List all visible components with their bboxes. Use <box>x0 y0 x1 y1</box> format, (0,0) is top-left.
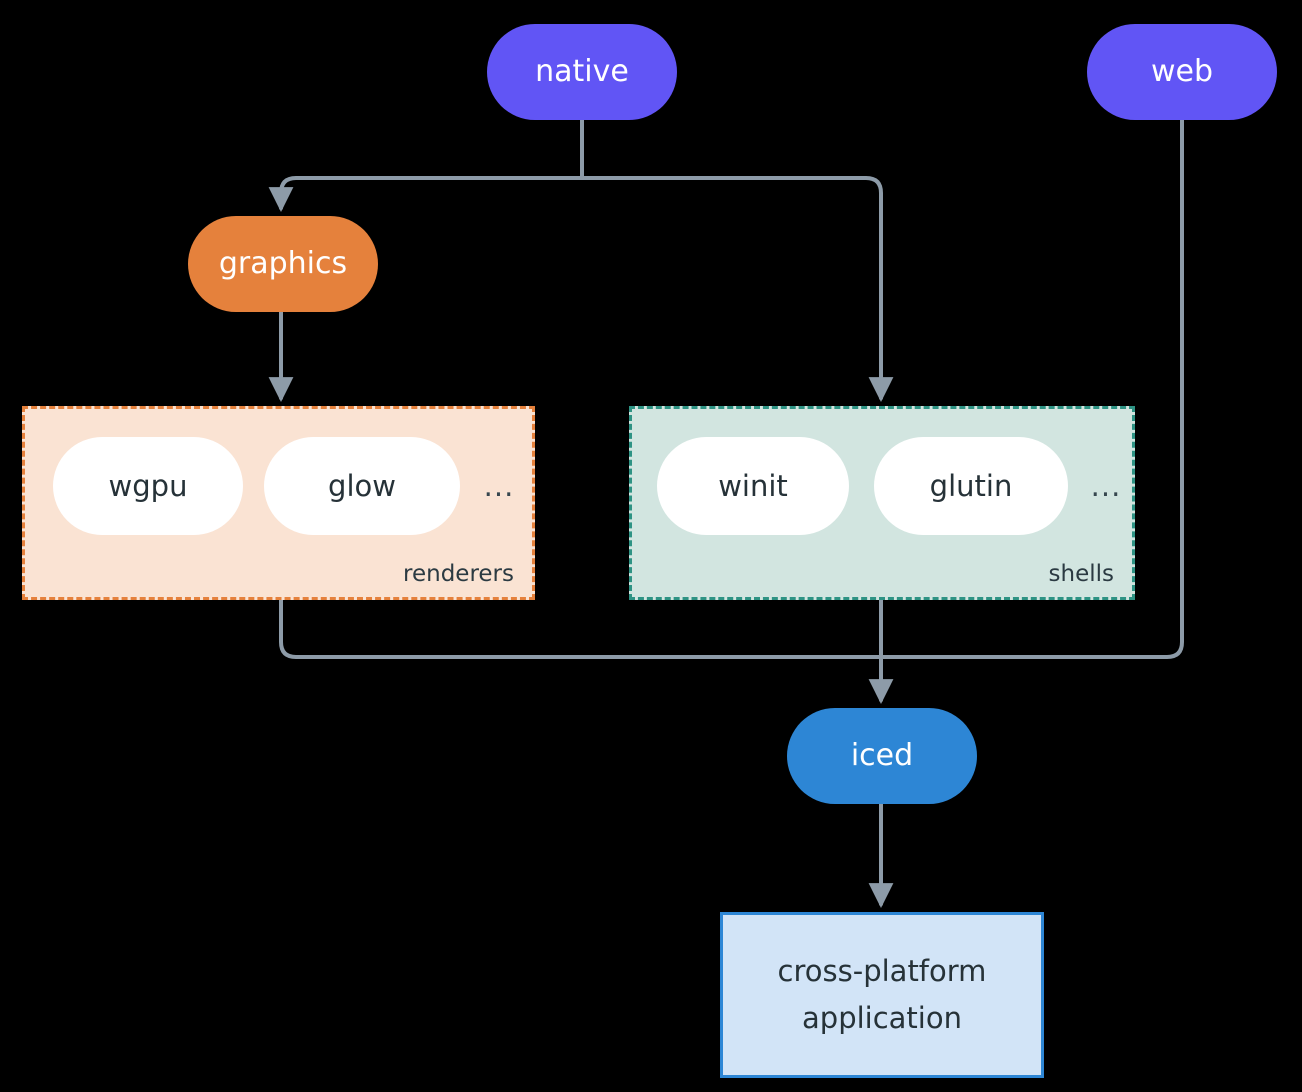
node-wgpu[interactable]: wgpu <box>53 437 243 535</box>
edge-native-shells <box>580 176 894 402</box>
cluster-shells-label: shells <box>1048 561 1114 587</box>
node-glutin-label: glutin <box>929 469 1013 503</box>
node-graphics-label: graphics <box>218 245 348 281</box>
node-winit-label: winit <box>718 469 788 503</box>
node-iced[interactable]: iced <box>787 708 977 804</box>
node-iced-label: iced <box>850 737 914 773</box>
node-wgpu-label: wgpu <box>108 469 188 503</box>
node-application[interactable]: cross-platform application <box>720 912 1044 1078</box>
node-application-label-line1: cross-platform <box>777 954 987 989</box>
node-web[interactable]: web <box>1087 24 1277 120</box>
node-glow-label: glow <box>328 469 396 503</box>
node-native[interactable]: native <box>487 24 677 120</box>
node-winit[interactable]: winit <box>657 437 849 535</box>
shells-more-ellipsis: ... <box>1090 469 1122 503</box>
node-glutin[interactable]: glutin <box>874 437 1068 535</box>
renderers-more-ellipsis: ... <box>483 469 515 503</box>
edge-renderers-iced <box>279 598 883 659</box>
cluster-shells[interactable]: winit glutin ... shells <box>629 406 1135 600</box>
cluster-renderers-label: renderers <box>403 561 514 587</box>
node-native-label: native <box>535 53 629 89</box>
cluster-renderers[interactable]: wgpu glow ... renderers <box>22 406 535 600</box>
node-application-label-line2: application <box>802 1001 962 1035</box>
node-web-label: web <box>1150 53 1214 89</box>
node-graphics[interactable]: graphics <box>188 216 378 312</box>
edge-native-graphics <box>268 176 584 212</box>
node-glow[interactable]: glow <box>264 437 460 535</box>
